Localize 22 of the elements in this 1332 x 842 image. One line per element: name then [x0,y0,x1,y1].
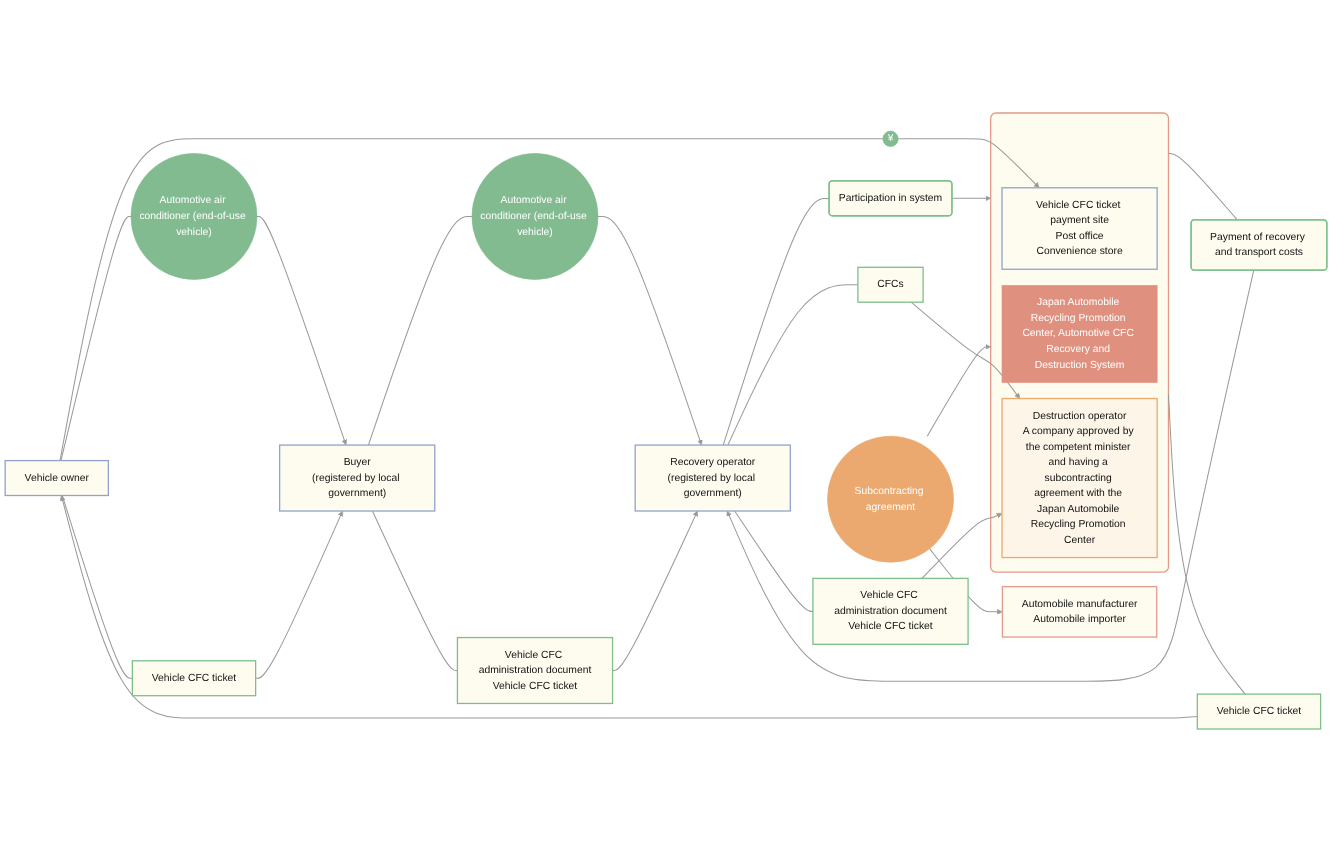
connector [60,215,132,462]
arrow [726,270,1255,682]
arrow [256,215,348,446]
arrow [897,138,1040,189]
arrow [951,195,991,202]
connector [1167,153,1238,221]
arrow [612,510,698,672]
connector [59,138,884,462]
arrow [255,510,344,679]
arrow [597,215,703,446]
arrow [921,512,1003,579]
arrow [910,301,1021,399]
connector [367,215,473,446]
connector [722,198,830,446]
cluster [990,112,1170,573]
arrow [59,495,1198,719]
connector [371,510,458,672]
connector [1167,393,1246,695]
connector [61,494,133,679]
connector [734,510,814,612]
arrow [926,343,991,437]
connector [727,284,859,446]
